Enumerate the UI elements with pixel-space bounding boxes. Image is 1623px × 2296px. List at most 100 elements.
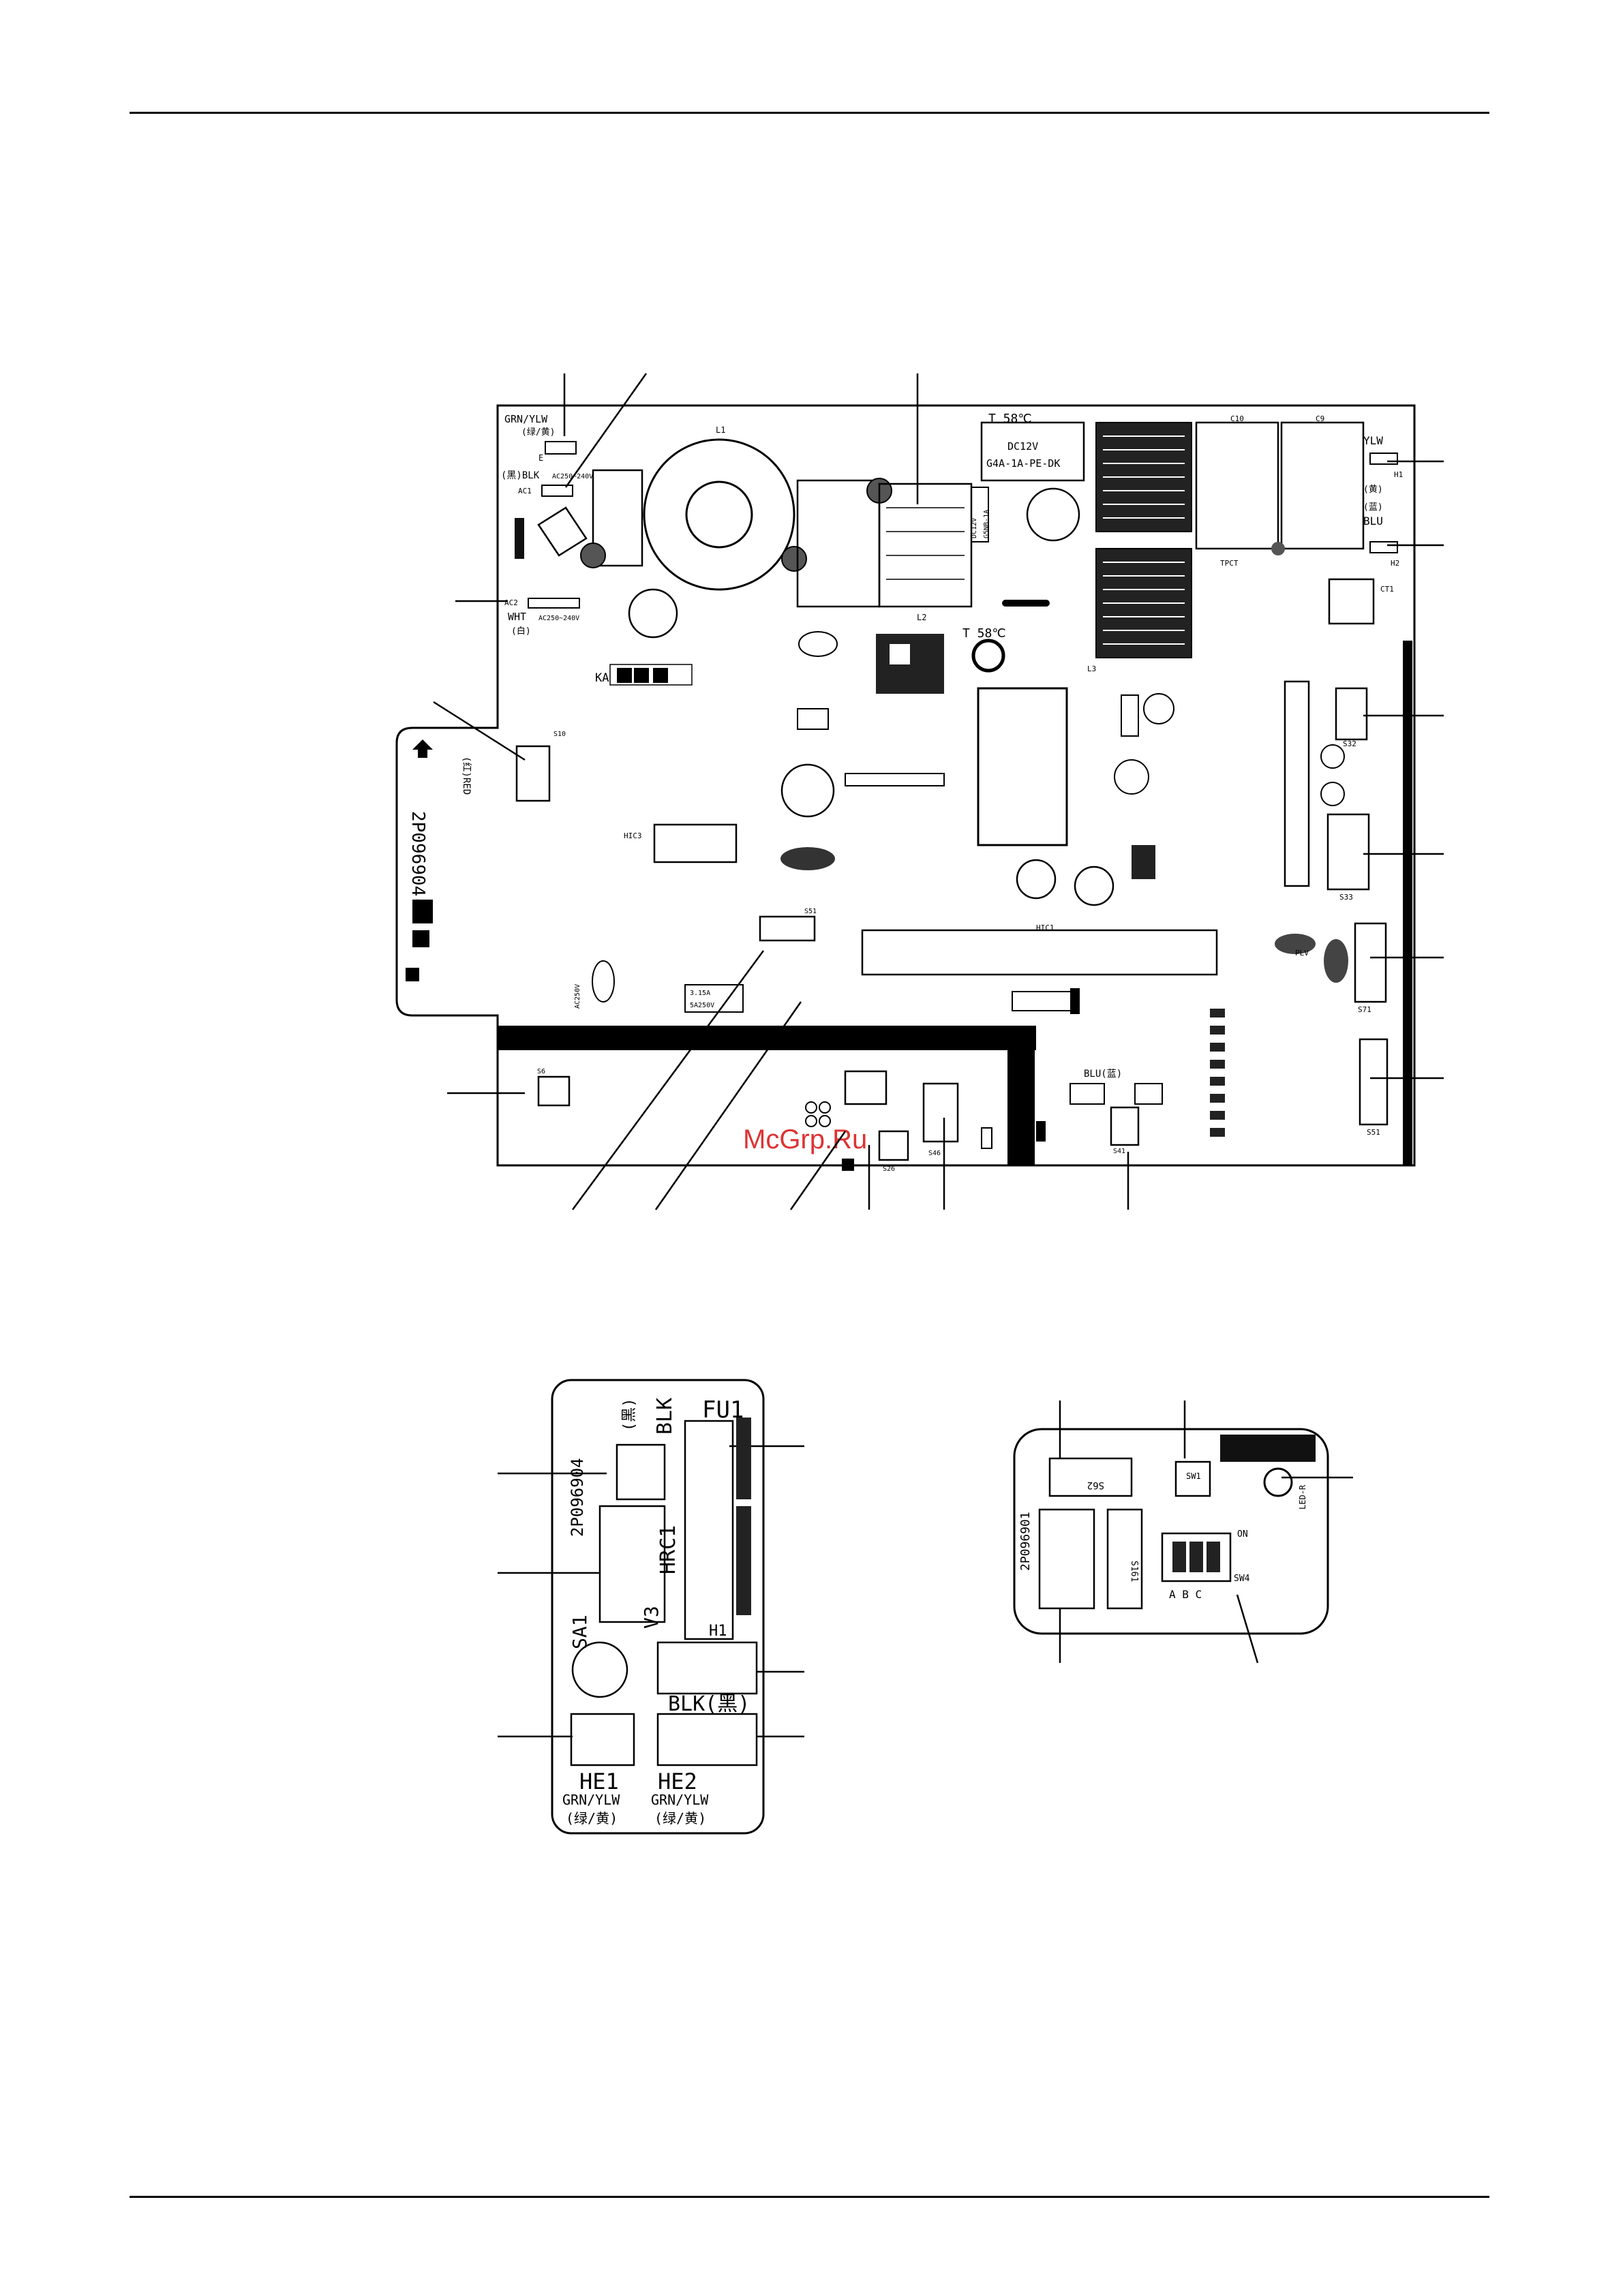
footer-rule bbox=[130, 2196, 1489, 2198]
svg-text:(绿/黄): (绿/黄) bbox=[654, 1810, 706, 1826]
svg-text:S51: S51 bbox=[804, 908, 817, 915]
svg-text:S51: S51 bbox=[1367, 1128, 1380, 1137]
svg-text:CT1: CT1 bbox=[1380, 585, 1394, 594]
capacitor-c10 bbox=[1195, 421, 1279, 550]
svg-text:SW1: SW1 bbox=[1186, 1471, 1201, 1481]
ic-module bbox=[977, 687, 1068, 846]
svg-text:AC250~240V: AC250~240V bbox=[539, 615, 579, 622]
svg-text:(蓝): (蓝) bbox=[1363, 502, 1383, 512]
svg-text:(黄): (黄) bbox=[1363, 485, 1383, 495]
svg-text:A B C: A B C bbox=[1169, 1588, 1202, 1601]
svg-text:HE2: HE2 bbox=[658, 1769, 697, 1794]
svg-text:(黑): (黑) bbox=[621, 1398, 638, 1432]
svg-text:SA1: SA1 bbox=[568, 1614, 591, 1649]
svg-text:AC1: AC1 bbox=[518, 487, 532, 495]
svg-text:AC2: AC2 bbox=[504, 598, 518, 607]
s32-connector bbox=[1335, 687, 1368, 741]
svg-text:S33: S33 bbox=[1339, 893, 1353, 902]
svg-text:(绿/黄): (绿/黄) bbox=[566, 1810, 618, 1826]
svg-text:S62: S62 bbox=[1087, 1480, 1104, 1490]
svg-text:G5NB-1A: G5NB-1A bbox=[983, 510, 990, 538]
svg-text:PLV: PLV bbox=[1295, 949, 1309, 958]
svg-text:T 58℃: T 58℃ bbox=[988, 412, 1032, 426]
svg-text:H1: H1 bbox=[1394, 470, 1403, 479]
svg-text:S32: S32 bbox=[1343, 739, 1356, 748]
svg-text:SW4: SW4 bbox=[1234, 1574, 1250, 1584]
svg-text:BLK(黑): BLK(黑) bbox=[668, 1692, 750, 1716]
main-board-diagram: GRN/YLW (绿/黄) E (黑)BLK AC250~240V AC1 AC… bbox=[395, 373, 1444, 1210]
svg-text:BLU(蓝): BLU(蓝) bbox=[1084, 1069, 1122, 1080]
header-rule bbox=[130, 112, 1489, 114]
svg-text:S6: S6 bbox=[537, 1068, 545, 1075]
svg-text:S161: S161 bbox=[1129, 1561, 1139, 1582]
svg-text:L2: L2 bbox=[917, 613, 926, 622]
svg-text:L3: L3 bbox=[1087, 664, 1096, 673]
capacitor-c9 bbox=[1280, 421, 1365, 550]
svg-text:S10: S10 bbox=[553, 731, 566, 738]
ac2-terminal bbox=[528, 598, 580, 609]
s46-connector bbox=[922, 1082, 959, 1143]
display-board-outline bbox=[1013, 1428, 1329, 1635]
svg-text:C9: C9 bbox=[1316, 414, 1324, 423]
relay bbox=[980, 421, 1085, 482]
svg-text:V3: V3 bbox=[640, 1606, 663, 1629]
svg-text:2P096901: 2P096901 bbox=[1018, 1512, 1033, 1571]
svg-text:HIC3: HIC3 bbox=[624, 831, 642, 840]
h1-terminal bbox=[1369, 453, 1398, 465]
svg-text:BLU: BLU bbox=[1363, 515, 1383, 527]
svg-text:AC250~240V: AC250~240V bbox=[552, 473, 593, 480]
svg-text:C10: C10 bbox=[1230, 414, 1244, 423]
svg-text:L1: L1 bbox=[716, 425, 725, 435]
svg-text:YLW: YLW bbox=[1363, 434, 1383, 447]
svg-text:WHT: WHT bbox=[508, 611, 526, 623]
svg-text:(黑)BLK: (黑)BLK bbox=[501, 470, 540, 481]
e-terminal bbox=[545, 441, 577, 455]
display-board-diagram: S62 SW1 LED-R 2P096901 S161 ON SW4 A B C bbox=[1013, 1400, 1353, 1664]
svg-text:(白): (白) bbox=[511, 626, 531, 637]
svg-text:GRN/YLW: GRN/YLW bbox=[562, 1792, 620, 1808]
s33-connector bbox=[1326, 813, 1370, 891]
svg-text:S41: S41 bbox=[1113, 1148, 1125, 1155]
svg-text:KA: KA bbox=[595, 671, 609, 685]
long-header bbox=[861, 929, 1218, 976]
svg-text:GRN/YLW: GRN/YLW bbox=[651, 1792, 709, 1808]
svg-text:(绿/黄): (绿/黄) bbox=[521, 427, 555, 438]
svg-text:3.15A: 3.15A bbox=[690, 990, 710, 997]
svg-text:H1: H1 bbox=[709, 1623, 727, 1640]
svg-text:G4A-1A-PE-DK: G4A-1A-PE-DK bbox=[986, 457, 1060, 470]
svg-text:LED-R: LED-R bbox=[1298, 1484, 1307, 1510]
svg-text:2P096904: 2P096904 bbox=[568, 1458, 587, 1537]
s6-connector bbox=[537, 1075, 571, 1107]
s26-connector bbox=[878, 1130, 909, 1161]
svg-text:DC12V: DC12V bbox=[1007, 440, 1038, 453]
svg-text:(红)RED: (红)RED bbox=[461, 756, 472, 795]
toroid-l1 bbox=[643, 438, 795, 591]
watermark: McGrp.Ru bbox=[743, 1124, 868, 1154]
svg-text:5A250V: 5A250V bbox=[690, 1002, 714, 1009]
filter-board-outline bbox=[551, 1379, 765, 1835]
grn-ylw-label: GRN/YLW bbox=[504, 413, 548, 425]
svg-text:H2: H2 bbox=[1391, 559, 1399, 568]
svg-text:S26: S26 bbox=[883, 1165, 895, 1173]
svg-text:E: E bbox=[539, 453, 543, 463]
svg-text:ON: ON bbox=[1237, 1529, 1248, 1540]
s41-connector bbox=[1110, 1106, 1140, 1146]
h2-terminal bbox=[1369, 541, 1398, 553]
main-board-outline bbox=[395, 404, 1416, 1167]
svg-text:T 58℃: T 58℃ bbox=[962, 626, 1006, 641]
board-part-number: 2P096904- bbox=[408, 811, 428, 907]
svg-text:AC250V: AC250V bbox=[574, 984, 581, 1009]
filter-board-diagram: FU1 BLK (黑) 2P096904 HRC1 V3 SA1 H1 BLK(… bbox=[498, 1379, 804, 1835]
svg-text:HRC1: HRC1 bbox=[656, 1525, 680, 1574]
svg-text:DC12V: DC12V bbox=[971, 518, 978, 538]
svg-text:TPCT: TPCT bbox=[1220, 559, 1239, 568]
s71-connector bbox=[1354, 922, 1387, 1003]
s10-connector bbox=[515, 745, 551, 802]
svg-text:S71: S71 bbox=[1358, 1005, 1371, 1014]
svg-text:BLK: BLK bbox=[653, 1398, 677, 1435]
main-board-bottom-bar bbox=[498, 1026, 1036, 1050]
ac1-terminal bbox=[541, 485, 573, 497]
svg-text:HE1: HE1 bbox=[579, 1769, 619, 1794]
s51-connector bbox=[1359, 1038, 1389, 1126]
svg-text:S46: S46 bbox=[928, 1150, 941, 1157]
